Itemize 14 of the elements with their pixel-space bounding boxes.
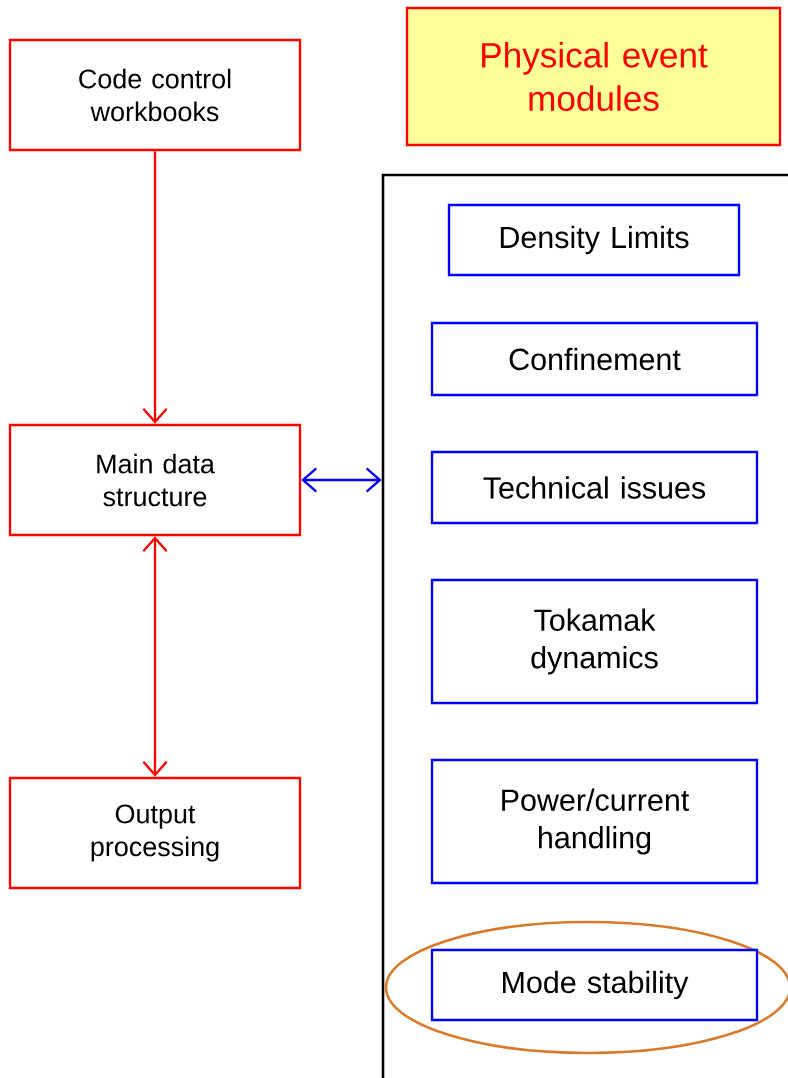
- left-box: Output processing: [8, 776, 302, 890]
- module-box: Confinement: [430, 321, 759, 397]
- left-box: Main data structure: [8, 423, 302, 537]
- arrow: [142, 151, 168, 424]
- panel-frame: [381, 173, 788, 1078]
- module-box: Power/current handling: [430, 758, 759, 885]
- module-box: Tokamak dynamics: [430, 578, 759, 705]
- module-box: Mode stability: [430, 948, 759, 1022]
- arrow: [301, 467, 382, 493]
- arrow: [142, 536, 168, 777]
- module-box: Density Limits: [447, 203, 741, 277]
- module-box: Technical issues: [430, 450, 759, 525]
- title-box: Physical event modules: [405, 6, 782, 147]
- left-box: Code control workbooks: [8, 38, 302, 152]
